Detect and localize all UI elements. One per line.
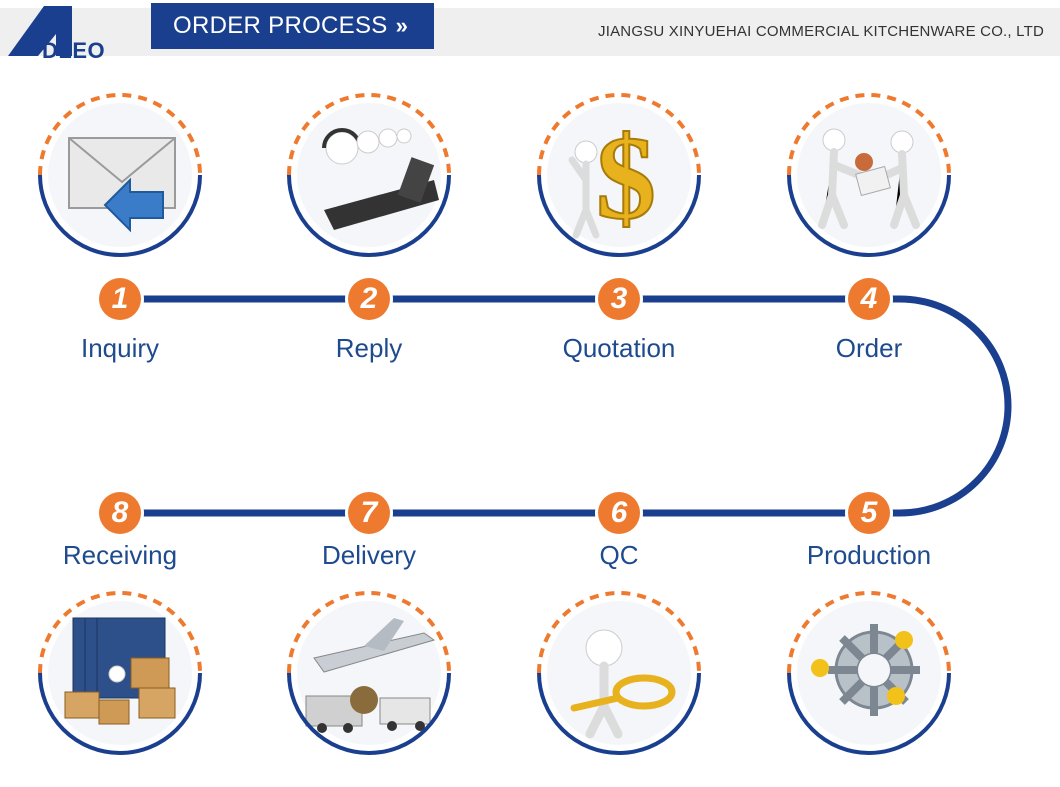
step-number-badge: 1 xyxy=(99,278,141,320)
adleo-logo: DLEO xyxy=(6,4,148,62)
step-production-illustration xyxy=(784,588,954,758)
company-name: JIANGSU XINYUEHAI COMMERCIAL KITCHENWARE… xyxy=(598,23,1044,40)
step-quotation-illustration: $ xyxy=(534,90,704,260)
call-center-icon xyxy=(287,93,451,257)
step-number-badge: 5 xyxy=(848,492,890,534)
step-number-badge: 4 xyxy=(848,278,890,320)
step-number-badge: 6 xyxy=(598,492,640,534)
dollar-sign-icon: $ xyxy=(537,93,701,257)
magnifier-icon xyxy=(537,591,701,755)
step-label: Quotation xyxy=(562,333,676,363)
page-title-box: ORDER PROCESS » xyxy=(151,3,434,49)
step-reply-illustration xyxy=(284,90,454,260)
contract-stamp-icon xyxy=(787,93,951,257)
envelope-reply-icon xyxy=(38,93,202,257)
step-label: Reply xyxy=(335,333,403,363)
step-label: Order xyxy=(835,333,903,363)
container-boxes-icon xyxy=(38,591,202,755)
svg-text:$: $ xyxy=(596,111,656,244)
step-number-badge: 3 xyxy=(598,278,640,320)
step-label: Inquiry xyxy=(80,333,160,363)
step-number-badge: 7 xyxy=(348,492,390,534)
airplane-truck-icon xyxy=(287,591,451,755)
step-label: Receiving xyxy=(62,540,178,570)
step-qc-illustration xyxy=(534,588,704,758)
logo-mark-icon xyxy=(8,6,72,56)
step-label: QC xyxy=(599,540,639,570)
step-order-illustration xyxy=(784,90,954,260)
page-title: ORDER PROCESS xyxy=(173,12,388,39)
step-number-badge: 8 xyxy=(99,492,141,534)
step-label: Production xyxy=(806,540,932,570)
step-label: Delivery xyxy=(322,540,416,570)
step-delivery-illustration xyxy=(284,588,454,758)
step-inquiry-illustration xyxy=(35,90,205,260)
step-receiving-illustration xyxy=(35,588,205,758)
gears-workers-icon xyxy=(787,591,951,755)
logo-text: DLEO xyxy=(42,38,106,63)
step-number-badge: 2 xyxy=(348,278,390,320)
